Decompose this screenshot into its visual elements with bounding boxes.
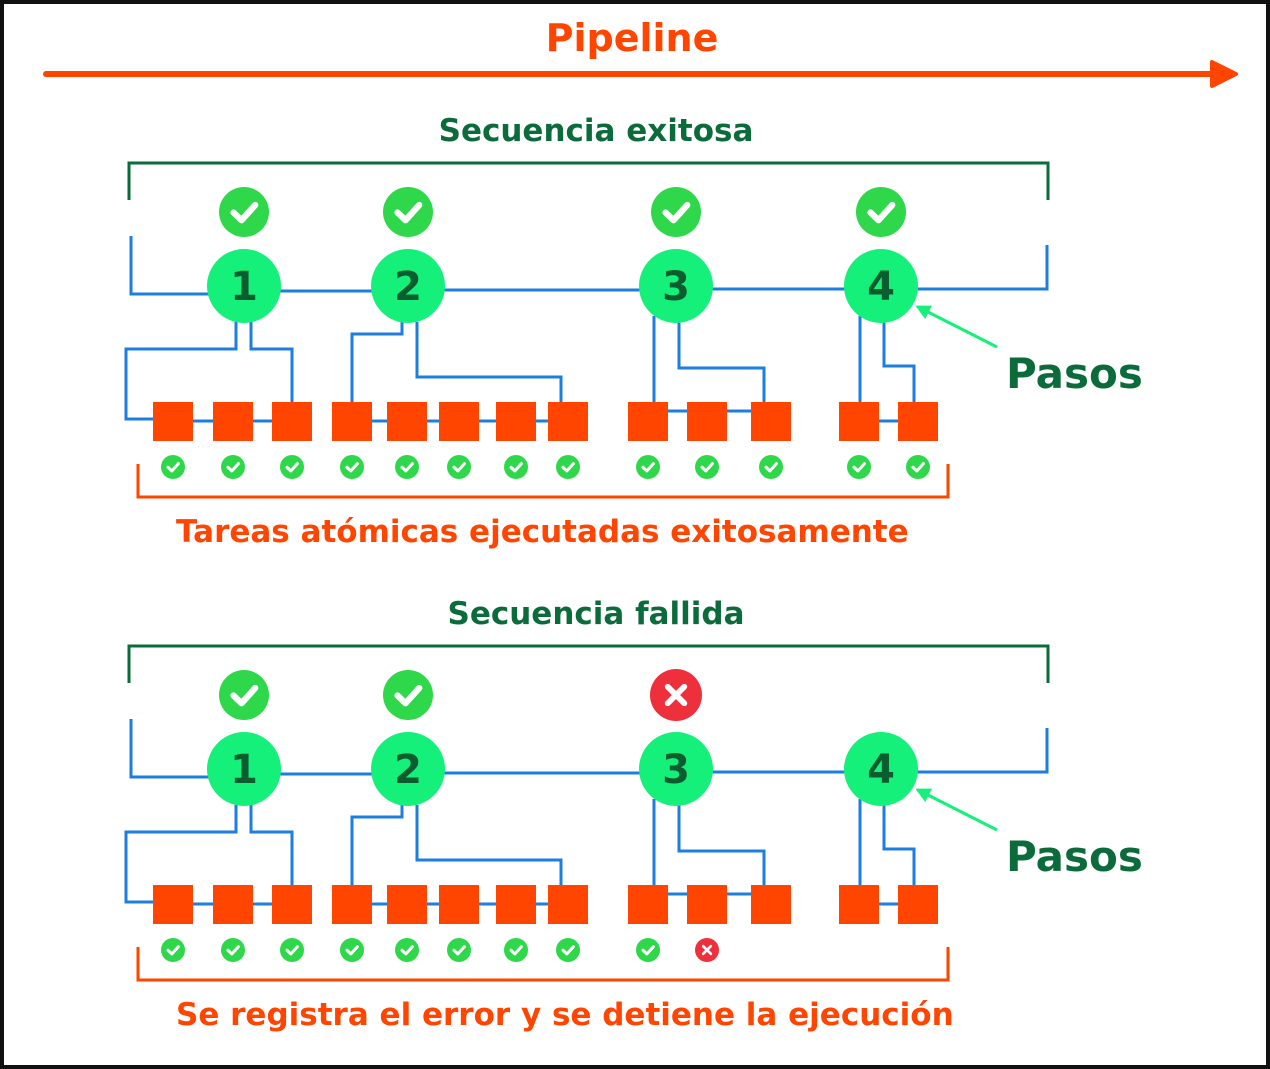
success-task-6-check-icon [447, 455, 471, 479]
failed-step-3: 3 [639, 732, 713, 806]
success-title: Secuencia exitosa [439, 113, 754, 149]
success-task-4-check-icon [340, 455, 364, 479]
failed-task-8-check-icon [556, 938, 580, 962]
failed-task-6 [439, 885, 479, 924]
failed-task-1-check-icon [161, 938, 185, 962]
success-task-10 [687, 402, 727, 441]
success-step-3: 3 [639, 249, 713, 323]
failed-task-2-check-icon [221, 938, 245, 962]
failed-steps-pointer-arrow [915, 788, 998, 832]
success-step-4: 4 [844, 249, 918, 323]
success-step-3-check-icon [651, 187, 701, 237]
failed-bracket-bottom [136, 947, 950, 982]
success-steps-pointer-arrow [915, 305, 998, 349]
failed-task-13 [898, 885, 938, 924]
failed-task-10 [687, 885, 727, 924]
failed-task-9 [628, 885, 668, 924]
success-task-2-check-icon [221, 455, 245, 479]
success-task-9-check-icon [636, 455, 660, 479]
success-step-4-number: 4 [867, 264, 895, 310]
success-bracket-bottom [136, 464, 950, 499]
success-bracket-top [127, 161, 1050, 200]
success-task-8 [548, 402, 588, 441]
success-task-13-check-icon [906, 455, 930, 479]
failed-task-3 [272, 885, 312, 924]
failed-title: Secuencia fallida [448, 596, 745, 632]
success-step-1: 1 [207, 249, 281, 323]
success-step-3-number: 3 [662, 264, 690, 310]
success-task-1 [153, 402, 193, 441]
success-task-5-check-icon [395, 455, 419, 479]
success-task-1-check-icon [161, 455, 185, 479]
failed-caption: Se registra el error y se detiene la eje… [176, 997, 954, 1033]
failed-task-9-check-icon [636, 938, 660, 962]
failed-bracket-top [127, 644, 1050, 683]
success-task-4 [332, 402, 372, 441]
failed-task-1 [153, 885, 193, 924]
success-task-6 [439, 402, 479, 441]
success-step-1-check-icon [219, 187, 269, 237]
failed-task-2 [213, 885, 253, 924]
failed-step-3-number: 3 [662, 747, 690, 793]
success-task-9 [628, 402, 668, 441]
failed-step-4: 4 [844, 732, 918, 806]
failed-step-4-number: 4 [867, 747, 895, 793]
failed-task-5 [387, 885, 427, 924]
success-task-11 [751, 402, 791, 441]
success-step-4-check-icon [856, 187, 906, 237]
failed-task-7 [496, 885, 536, 924]
failed-step-2: 2 [371, 732, 445, 806]
failed-step-2-check-icon [383, 670, 433, 720]
success-step-2-number: 2 [394, 264, 422, 310]
success-task-10-check-icon [695, 455, 719, 479]
failed-task-11 [751, 885, 791, 924]
success-task-12-check-icon [847, 455, 871, 479]
failed-task-8 [548, 885, 588, 924]
success-task-12 [839, 402, 879, 441]
success-task-2 [213, 402, 253, 441]
pipeline-title: Pipeline [546, 16, 719, 60]
failed-task-12 [839, 885, 879, 924]
failed-step-1-number: 1 [230, 747, 258, 793]
success-task-7 [496, 402, 536, 441]
failed-step-1: 1 [207, 732, 281, 806]
failed-task-5-check-icon [395, 938, 419, 962]
success-task-7-check-icon [504, 455, 528, 479]
success-task-5 [387, 402, 427, 441]
success-task-11-check-icon [759, 455, 783, 479]
success-steps-label: Pasos [1006, 349, 1143, 398]
failed-step-1-check-icon [219, 670, 269, 720]
failed-task-10-error-icon [695, 938, 719, 962]
success-task-3-check-icon [280, 455, 304, 479]
failed-task-4 [332, 885, 372, 924]
success-task-3 [272, 402, 312, 441]
success-task-8-check-icon [556, 455, 580, 479]
success-step-2-check-icon [383, 187, 433, 237]
failed-step-2-number: 2 [394, 747, 422, 793]
success-caption: Tareas atómicas ejecutadas exitosamente [176, 514, 909, 550]
success-task-13 [898, 402, 938, 441]
failed-task-6-check-icon [447, 938, 471, 962]
failed-step-3-error-icon [650, 669, 702, 721]
failed-task-4-check-icon [340, 938, 364, 962]
failed-task-3-check-icon [280, 938, 304, 962]
success-step-1-number: 1 [230, 264, 258, 310]
failed-task-7-check-icon [504, 938, 528, 962]
failed-steps-label: Pasos [1006, 832, 1143, 881]
pipeline-arrow [43, 60, 1238, 88]
success-step-2: 2 [371, 249, 445, 323]
